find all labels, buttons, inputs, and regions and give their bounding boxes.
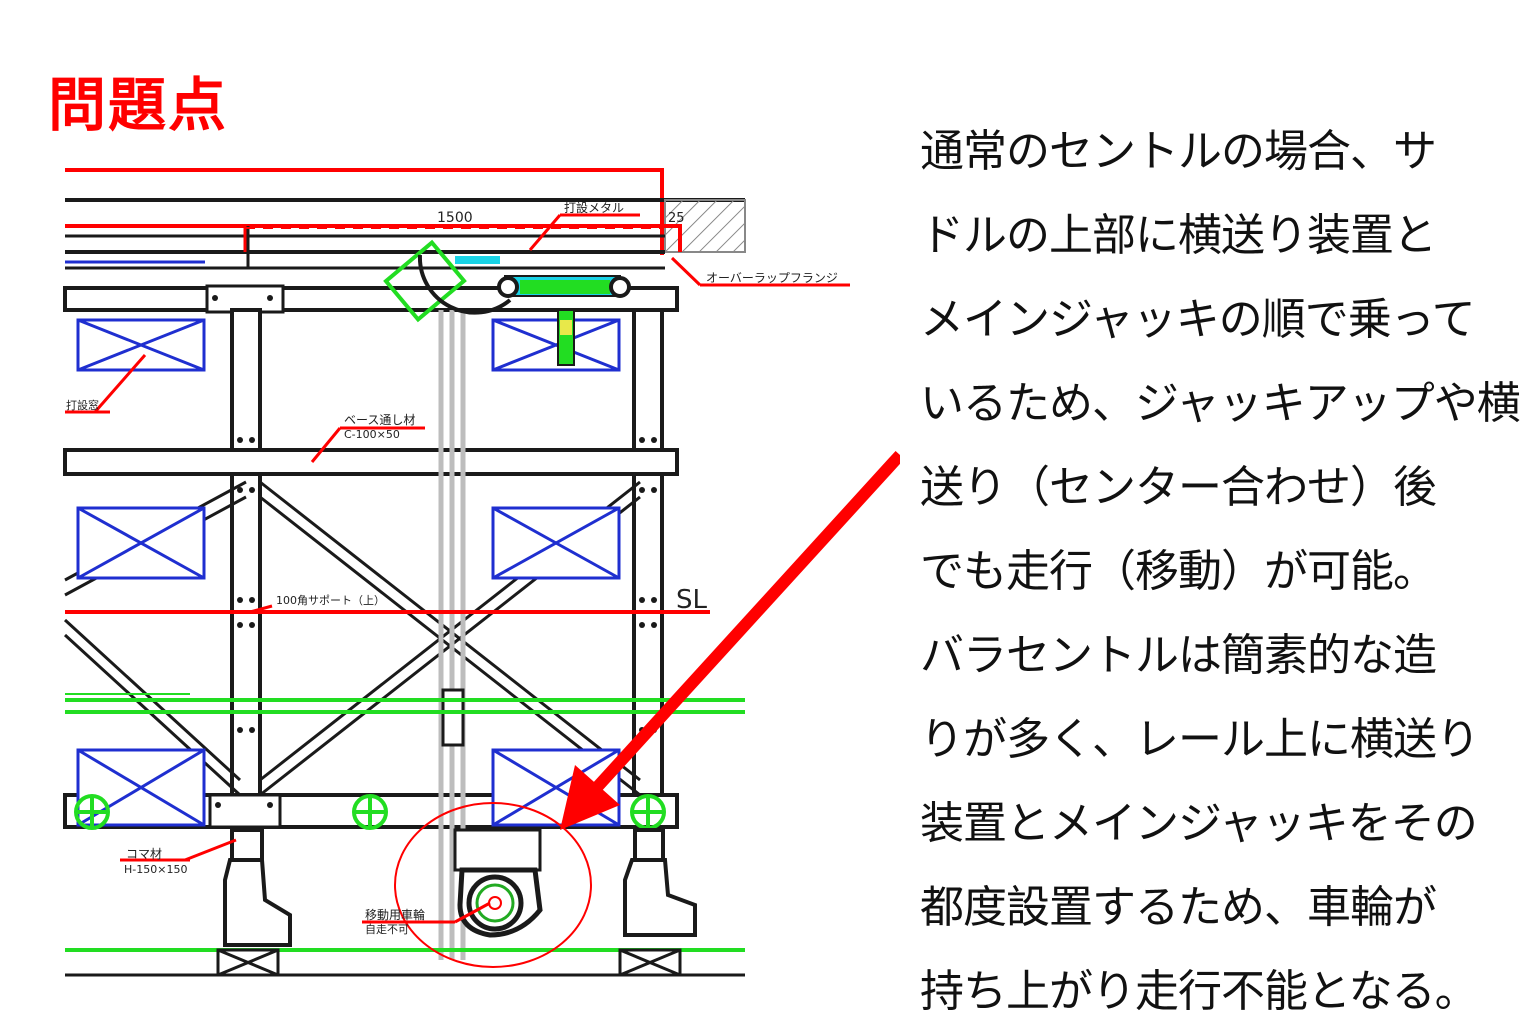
green-wheel-markers — [74, 794, 666, 830]
explanation-line: メインジャッキの順で乗って — [920, 294, 1476, 345]
base-cribs — [216, 948, 682, 977]
explanation-line: 送り（センター合わせ）後 — [920, 462, 1437, 513]
top-metal-label: 打設メタル — [564, 200, 624, 215]
explanation-line: 持ち上がり走行不能となる。 — [920, 966, 1479, 1017]
base-member-size-label: C-100×50 — [344, 428, 400, 441]
mid-beam — [63, 448, 679, 476]
explanation-line: りが多く、レール上に横送り — [920, 714, 1480, 765]
explanation-line: 装置とメインジャッキをその — [920, 798, 1478, 849]
callout-arrow — [560, 450, 900, 830]
dim-small-label: 25 — [668, 211, 685, 226]
left-column — [208, 308, 282, 829]
wheel-note-label: 自走不可 — [365, 923, 409, 936]
bolt-dots — [212, 295, 657, 808]
right-jack — [623, 828, 697, 937]
explanation-line: でも走行（移動）が可能。 — [920, 546, 1437, 597]
top-form-lines — [65, 168, 746, 270]
annotations: 1500 25 打設メタル オーバーラップフランジ 打設窓 ベース通し材 C-1… — [65, 200, 850, 936]
page-title: 問題点 — [48, 71, 229, 139]
explanation-text: 通常のセントルの場合、サ ドルの上部に横送り装置と メインジャッキの順で乗って … — [920, 110, 1521, 1034]
koma-size-label: H-150×150 — [124, 863, 187, 876]
overlap-flange-label: オーバーラップフランジ — [706, 271, 838, 285]
explanation-line: バラセントルは簡素的な造 — [920, 630, 1437, 681]
traverse-mechanism — [383, 239, 631, 366]
explanation-line: いるため、ジャッキアップや横 — [920, 378, 1521, 429]
opening-label: 打設窓 — [66, 398, 99, 412]
wheel-label: 移動用車輪 — [365, 907, 425, 922]
sl-label: SL — [676, 585, 708, 615]
left-jack — [223, 828, 292, 947]
explanation-line: 都度設置するため、車輪が — [920, 882, 1437, 933]
highlight-ellipse — [394, 802, 592, 968]
travel-wheel — [453, 828, 543, 938]
koma-label: コマ材 — [126, 847, 162, 861]
dimension-label: 1500 — [437, 210, 473, 226]
explanation-line: ドルの上部に横送り装置と — [920, 210, 1437, 261]
explanation-line: 通常のセントルの場合、サ — [920, 126, 1437, 177]
support-label: 100角サポート（上） — [276, 594, 385, 607]
opening-boxes — [76, 318, 621, 827]
base-member-label: ベース通し材 — [344, 413, 415, 427]
centre-frame-drawing: SL — [63, 168, 900, 977]
